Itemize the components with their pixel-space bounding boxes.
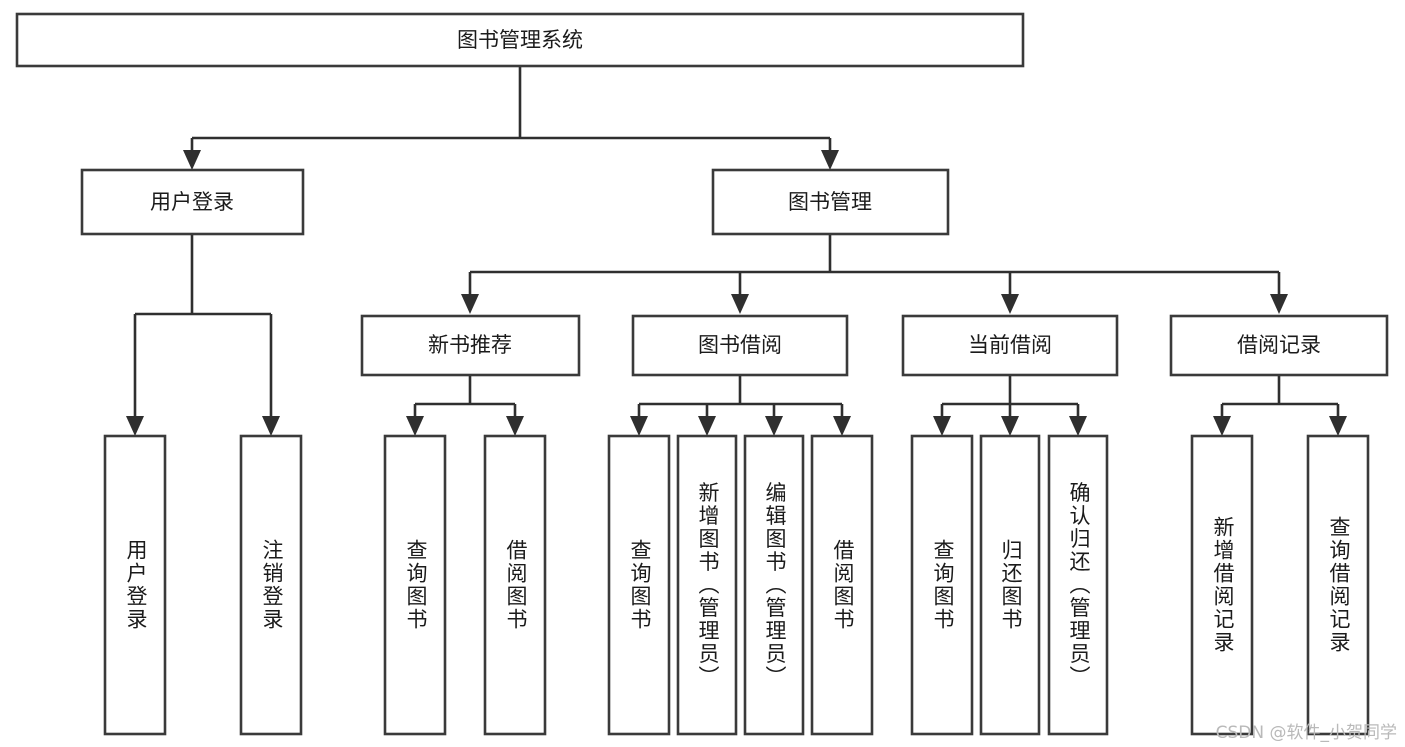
node-leaf-add-book-box[interactable]: [676, 434, 738, 736]
node-leaf-logout-label: 注销登录: [260, 539, 284, 631]
node-leaf-return-book-box[interactable]: [979, 434, 1041, 736]
node-book-manage[interactable]: 图书管理: [711, 168, 950, 236]
arrowhead-leaf-borrow-book-2: [833, 416, 851, 436]
arrowhead-leaf-query-book-1: [406, 416, 424, 436]
node-leaf-query-book-2-label: 查询图书: [628, 539, 652, 631]
node-book-borrow-box[interactable]: [631, 314, 849, 377]
node-leaf-query-book-2[interactable]: 查询图书: [607, 434, 671, 736]
node-leaf-add-record-box[interactable]: [1190, 434, 1254, 736]
arrowhead-leaf-user-login: [126, 416, 144, 436]
node-leaf-borrow-book-1-label: 借阅图书: [504, 539, 528, 631]
arrowhead-leaf-add-record: [1213, 416, 1231, 436]
node-leaf-query-book-2-box[interactable]: [607, 434, 671, 736]
node-leaf-add-record[interactable]: 新增借阅记录: [1190, 434, 1254, 736]
arrowhead-leaf-query-record: [1329, 416, 1347, 436]
node-leaf-borrow-book-1[interactable]: 借阅图书: [483, 434, 547, 736]
node-leaf-query-book-3[interactable]: 查询图书: [910, 434, 974, 736]
node-leaf-query-record-label: 查询借阅记录: [1327, 516, 1351, 654]
node-leaf-confirm-return-label: 确认归还（管理员）: [1067, 482, 1091, 689]
node-leaf-query-book-1-label: 查询图书: [404, 539, 428, 631]
node-root[interactable]: 图书管理系统: [15, 12, 1025, 68]
node-leaf-return-book[interactable]: 归还图书: [979, 434, 1041, 736]
node-leaf-edit-book-box[interactable]: [743, 434, 805, 736]
node-new-book-rec[interactable]: 新书推荐: [360, 314, 581, 377]
arrowhead-leaf-add-book: [698, 416, 716, 436]
arrowhead-current-borrow: [1001, 294, 1019, 314]
node-leaf-return-book-label: 归还图书: [999, 539, 1023, 631]
node-book-manage-box[interactable]: [711, 168, 950, 236]
arrowhead-leaf-edit-book: [765, 416, 783, 436]
node-new-book-rec-label: 新书推荐: [428, 333, 512, 357]
arrowhead-book-manage: [821, 150, 839, 170]
node-leaf-logout-box[interactable]: [239, 434, 303, 736]
node-current-borrow-label: 当前借阅: [968, 333, 1052, 357]
node-leaf-user-login[interactable]: 用户登录: [103, 434, 167, 736]
node-book-borrow[interactable]: 图书借阅: [631, 314, 849, 377]
node-leaf-edit-book[interactable]: 编辑图书（管理员）: [743, 434, 805, 736]
node-leaf-query-book-3-box[interactable]: [910, 434, 974, 736]
arrowhead-book-borrow: [731, 294, 749, 314]
arrowhead-leaf-borrow-book-1: [506, 416, 524, 436]
node-root-label: 图书管理系统: [457, 28, 583, 52]
node-leaf-query-record-box[interactable]: [1306, 434, 1370, 736]
node-leaf-borrow-book-2-label: 借阅图书: [831, 539, 855, 631]
connectors-group: [126, 66, 1347, 436]
node-user-login-label: 用户登录: [150, 190, 234, 214]
node-leaf-logout[interactable]: 注销登录: [239, 434, 303, 736]
node-leaf-query-book-1[interactable]: 查询图书: [383, 434, 447, 736]
arrowhead-user-login: [183, 150, 201, 170]
node-leaf-borrow-book-2[interactable]: 借阅图书: [810, 434, 874, 736]
node-book-manage-label: 图书管理: [788, 190, 872, 214]
node-borrow-record[interactable]: 借阅记录: [1169, 314, 1389, 377]
arrowhead-new-book-rec: [461, 294, 479, 314]
arrowhead-leaf-confirm-return: [1069, 416, 1087, 436]
node-leaf-user-login-box[interactable]: [103, 434, 167, 736]
node-current-borrow[interactable]: 当前借阅: [901, 314, 1119, 377]
node-leaf-borrow-book-1-box[interactable]: [483, 434, 547, 736]
node-leaf-query-book-3-label: 查询图书: [931, 539, 955, 631]
node-leaf-add-book[interactable]: 新增图书（管理员）: [676, 434, 738, 736]
node-leaf-query-book-1-box[interactable]: [383, 434, 447, 736]
node-root-box[interactable]: [15, 12, 1025, 68]
arrowhead-borrow-record: [1270, 294, 1288, 314]
arrowhead-leaf-return-book: [1001, 416, 1019, 436]
arrowhead-leaf-query-book-2: [630, 416, 648, 436]
node-current-borrow-box[interactable]: [901, 314, 1119, 377]
node-user-login[interactable]: 用户登录: [80, 168, 305, 236]
node-leaf-confirm-return-box[interactable]: [1047, 434, 1109, 736]
node-leaf-query-record[interactable]: 查询借阅记录: [1306, 434, 1370, 736]
node-leaf-add-book-label: 新增图书（管理员）: [696, 482, 720, 689]
node-leaf-edit-book-label: 编辑图书（管理员）: [763, 482, 787, 689]
arrowhead-leaf-logout: [262, 416, 280, 436]
node-leaf-add-record-label: 新增借阅记录: [1211, 516, 1235, 654]
node-book-borrow-label: 图书借阅: [698, 333, 782, 357]
node-user-login-box[interactable]: [80, 168, 305, 236]
node-borrow-record-box[interactable]: [1169, 314, 1389, 377]
node-borrow-record-label: 借阅记录: [1237, 333, 1321, 357]
node-new-book-rec-box[interactable]: [360, 314, 581, 377]
arrowhead-leaf-query-book-3: [933, 416, 951, 436]
node-leaf-user-login-label: 用户登录: [124, 539, 148, 631]
node-leaf-confirm-return[interactable]: 确认归还（管理员）: [1047, 434, 1109, 736]
node-leaf-borrow-book-2-box[interactable]: [810, 434, 874, 736]
